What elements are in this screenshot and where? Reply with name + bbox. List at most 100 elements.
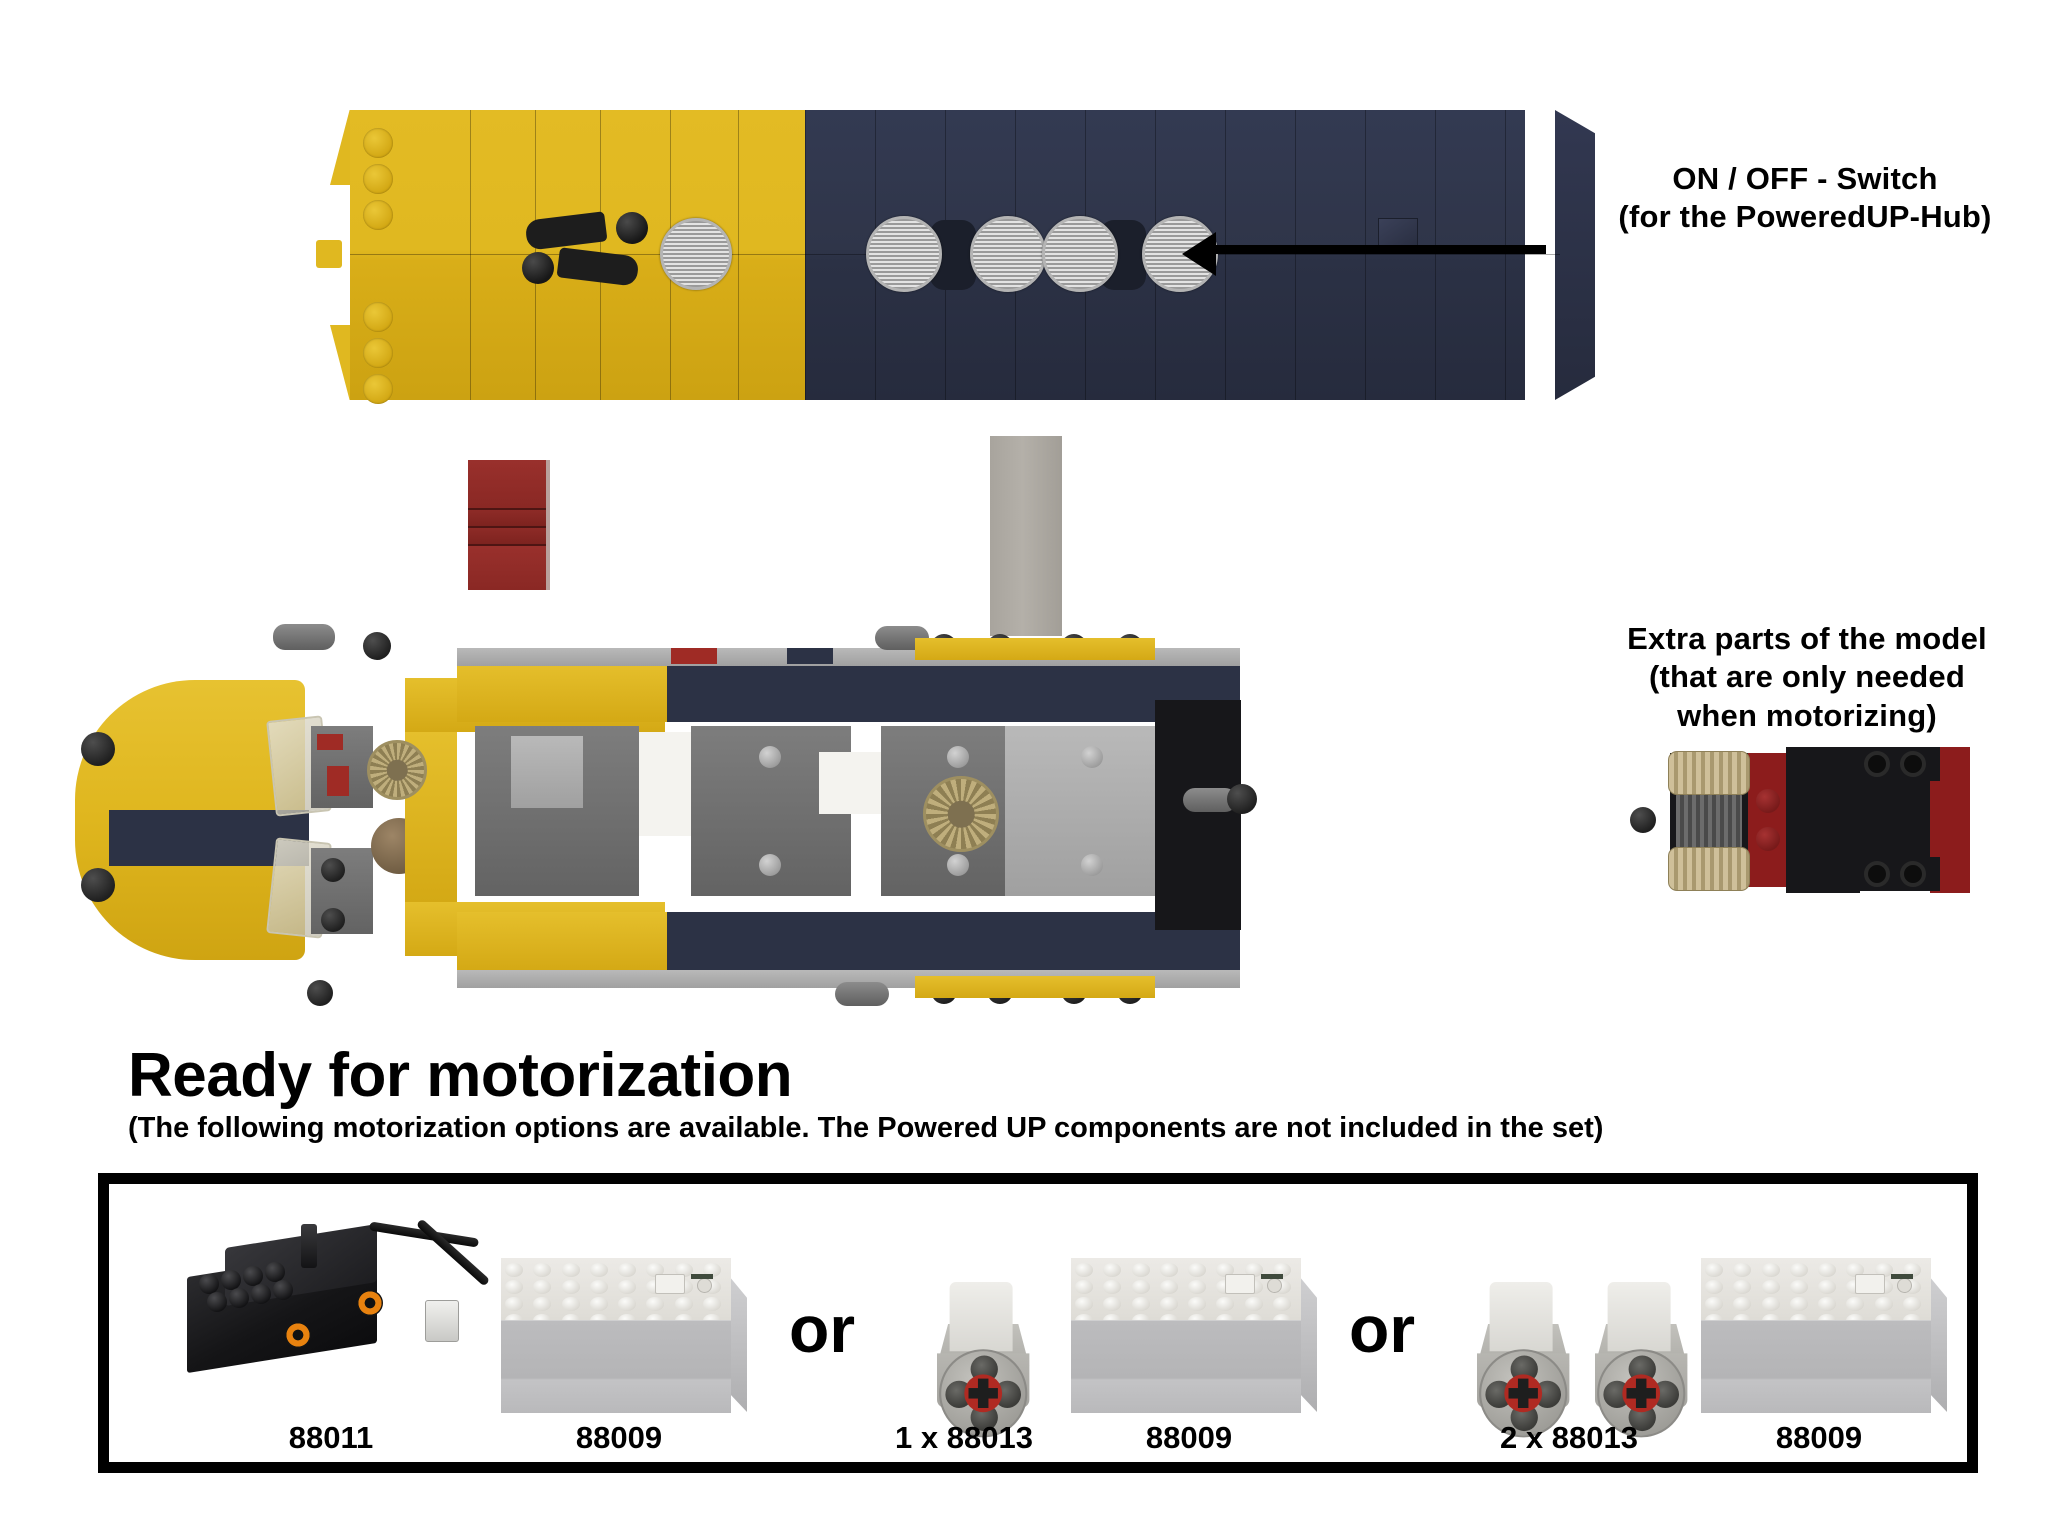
battery-box-stud: [1874, 1297, 1893, 1311]
battery-box-stud: [505, 1263, 523, 1277]
motor-88013-top: [949, 1282, 1013, 1352]
train-motor-stud: [221, 1270, 241, 1290]
battery-box-stud: [1705, 1280, 1723, 1294]
roof-grille-front: [660, 218, 732, 290]
roof-stud: [363, 374, 393, 404]
page-title: Ready for motorization: [128, 1041, 793, 1110]
extra-stud-ring: [1864, 861, 1890, 887]
battery-box-stud: [1103, 1280, 1122, 1294]
battery-box-top: [501, 1258, 731, 1328]
floor-plate-light: [511, 736, 591, 808]
roof-horn-ball: [522, 252, 554, 284]
cab-side-stud: [81, 732, 115, 766]
battery-box-stud: [1103, 1263, 1122, 1277]
battery-box-side: [1299, 1276, 1317, 1412]
battery-box-stud: [1874, 1263, 1893, 1277]
train-motor-port-front: [285, 1322, 311, 1348]
extra-pin: [1630, 807, 1656, 833]
motor-88013-top: [1489, 1282, 1553, 1352]
motor-88013: [1595, 1282, 1688, 1438]
red-brick-plate: [468, 510, 546, 528]
battery-box-power-switch[interactable]: [655, 1274, 685, 1294]
battery-box-stud: [561, 1263, 580, 1277]
option-caption-88011: 88011: [288, 1420, 374, 1455]
train-motor-stud: [243, 1266, 263, 1286]
battery-box-stud: [618, 1297, 636, 1311]
battery-box-stud: [561, 1280, 580, 1294]
motor-88013-face: [939, 1349, 1028, 1438]
roof-seam: [738, 110, 739, 400]
train-motor-plug: [425, 1300, 459, 1342]
battery-box-stud: [674, 1297, 693, 1311]
motor-88013-axle-hole: [964, 1374, 1003, 1413]
battery-box-stud: [646, 1297, 665, 1311]
or-separator-2: or: [1349, 1292, 1415, 1366]
extra-red-stud: [1756, 827, 1780, 851]
battery-box-power-switch[interactable]: [1225, 1274, 1255, 1294]
battery-box-stud: [589, 1297, 608, 1311]
cab-gauge: [321, 858, 345, 882]
motor-88013-face: [1597, 1349, 1686, 1438]
battery-box-stud: [1188, 1280, 1206, 1294]
battery-box-stud-grid: [1075, 1263, 1297, 1328]
battery-box-side: [1929, 1276, 1947, 1412]
motor-88013-top: [1607, 1282, 1671, 1352]
option-caption-88009-a: 88009: [575, 1420, 663, 1455]
battery-box-port: [691, 1274, 713, 1279]
option-motor-88013-double: 2 x 88013: [1419, 1204, 1719, 1455]
frame-rail-lower-navy: [665, 912, 1240, 970]
switch-arrow-head: [1182, 232, 1216, 276]
extra-red-stud: [1756, 789, 1780, 813]
rear-buffer-cap: [1227, 784, 1257, 814]
extra-tan-wheel: [1668, 751, 1750, 795]
battery-box-stud: [561, 1297, 580, 1311]
battery-box-stud: [1761, 1280, 1780, 1294]
train-motor-port-rear: [357, 1290, 383, 1316]
roof-studs-lower: [363, 302, 399, 410]
battery-box-stud: [1131, 1280, 1150, 1294]
battery-box-stud: [1789, 1280, 1808, 1294]
option-caption-88013-single: 1 x 88013: [895, 1420, 1033, 1455]
battery-box-stud: [1733, 1297, 1752, 1311]
battery-box-stud: [1818, 1297, 1836, 1311]
battery-box-stud: [1216, 1297, 1235, 1311]
switch-callout-label: ON / OFF - Switch (for the PoweredUP-Hub…: [1560, 160, 2048, 237]
extra-black-body: [1786, 747, 1860, 893]
motor-88013-axle-hole: [1504, 1374, 1543, 1413]
battery-box-stud: [1216, 1263, 1235, 1277]
battery-box-stud: [1159, 1280, 1178, 1294]
roof-stud: [363, 302, 393, 332]
battery-box-stud: [1188, 1297, 1206, 1311]
battery-box-stud: [1159, 1297, 1178, 1311]
extra-parts-line-2: (that are only needed: [1649, 659, 1965, 695]
battery-box-power-switch[interactable]: [1855, 1274, 1885, 1294]
battery-box-stud-grid: [505, 1263, 727, 1328]
roof-grille: [970, 216, 1046, 292]
battery-box-top: [1071, 1258, 1301, 1328]
battery-box-stud: [1705, 1263, 1723, 1277]
battery-box-stud: [1075, 1280, 1093, 1294]
cab-side-stud: [81, 868, 115, 902]
roof-stud: [363, 338, 393, 368]
battery-box-stud: [533, 1263, 552, 1277]
battery-box-stud: [1818, 1263, 1836, 1277]
extra-parts-line-1: Extra parts of the model: [1627, 621, 1987, 656]
train-motor-axle: [301, 1224, 317, 1268]
battery-box-stud: [1733, 1280, 1752, 1294]
motorization-options-box: 88011 88009: [98, 1173, 1978, 1473]
battery-box-stud: [1131, 1263, 1150, 1277]
roof-stud: [363, 200, 393, 230]
battery-box-stud: [674, 1263, 693, 1277]
floor-stud: [759, 746, 781, 768]
cab-gauge: [321, 908, 345, 932]
frame-rail-lower-yellow: [457, 912, 667, 970]
train-motor-stud: [265, 1262, 285, 1282]
hub-opening: [819, 752, 881, 814]
cab-panel-readout: [327, 766, 349, 796]
battery-box-88009: [1071, 1258, 1317, 1414]
motor-88013: [937, 1282, 1030, 1438]
battery-box-stud: [618, 1263, 636, 1277]
page-subtitle: (The following motorization options are …: [128, 1112, 1604, 1144]
motor-88013-face: [1479, 1349, 1568, 1438]
